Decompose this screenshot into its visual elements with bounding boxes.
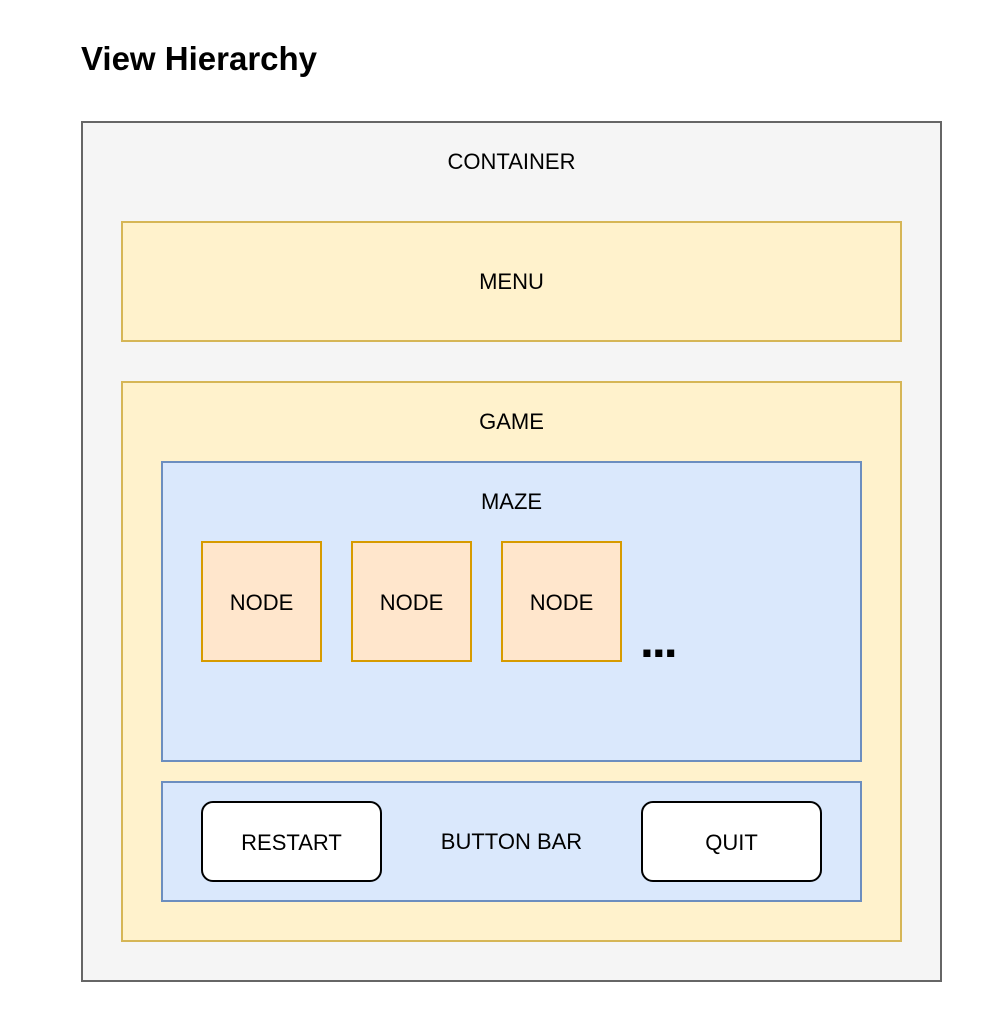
page-title: View Hierarchy	[81, 40, 318, 77]
node-box: NODE	[201, 541, 322, 662]
quit-button[interactable]: QUIT	[641, 801, 822, 882]
menu-box: MENU	[121, 221, 902, 342]
restart-button[interactable]: RESTART	[201, 801, 382, 882]
more-nodes-ellipsis: ...	[640, 612, 678, 668]
restart-button-label: RESTART	[241, 830, 342, 855]
node-box: NODE	[351, 541, 472, 662]
maze-label: MAZE	[480, 489, 543, 514]
node-label: NODE	[379, 590, 444, 615]
quit-button-label: QUIT	[705, 830, 758, 855]
node-label: NODE	[529, 590, 594, 615]
node-label: NODE	[229, 590, 294, 615]
container-label: CONTAINER	[447, 149, 576, 174]
game-label: GAME	[479, 409, 544, 434]
node-box: NODE	[501, 541, 622, 662]
button-bar-label: BUTTON BAR	[440, 829, 583, 854]
menu-label: MENU	[479, 269, 544, 294]
